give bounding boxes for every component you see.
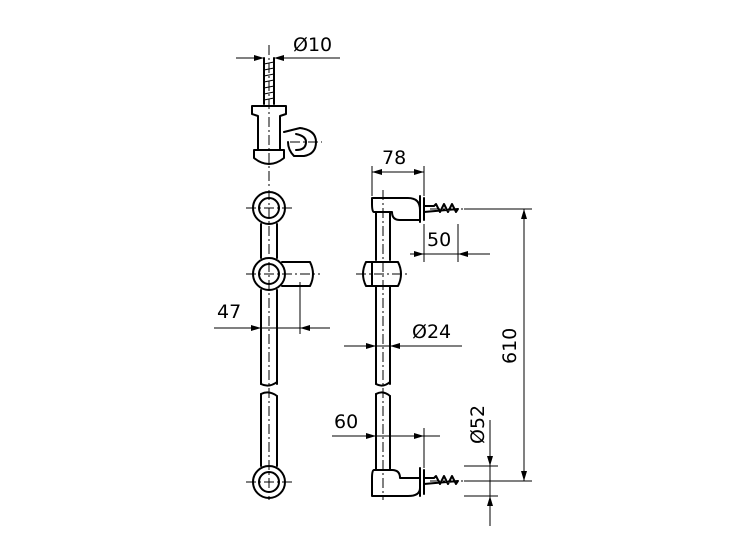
label-bracket-width: 78: [382, 147, 406, 169]
dimension-wall-offset: 50: [410, 224, 490, 262]
dimension-holder-offset: 47: [214, 282, 330, 334]
rail-side-view: [356, 190, 470, 500]
dimension-bracket-diameter: Ø52: [464, 405, 498, 526]
dimension-rail-diameter: Ø24: [344, 321, 462, 349]
label-bolt-diameter: Ø10: [293, 34, 332, 56]
rail-left-view: [246, 190, 320, 500]
label-holder-offset: 47: [217, 301, 241, 323]
top-bracket-detail: [251, 45, 322, 188]
dimension-bracket-depth: 60: [332, 411, 440, 468]
dimension-bolt-diameter: Ø10: [236, 34, 340, 61]
label-bracket-diameter: Ø52: [467, 405, 489, 444]
dimension-bracket-width: 78: [371, 147, 425, 196]
dimension-rail-length: 610: [464, 208, 532, 482]
label-rail-length: 610: [499, 328, 521, 364]
label-wall-offset: 50: [427, 229, 451, 251]
label-rail-diameter: Ø24: [412, 321, 451, 343]
label-bracket-depth: 60: [334, 411, 358, 433]
